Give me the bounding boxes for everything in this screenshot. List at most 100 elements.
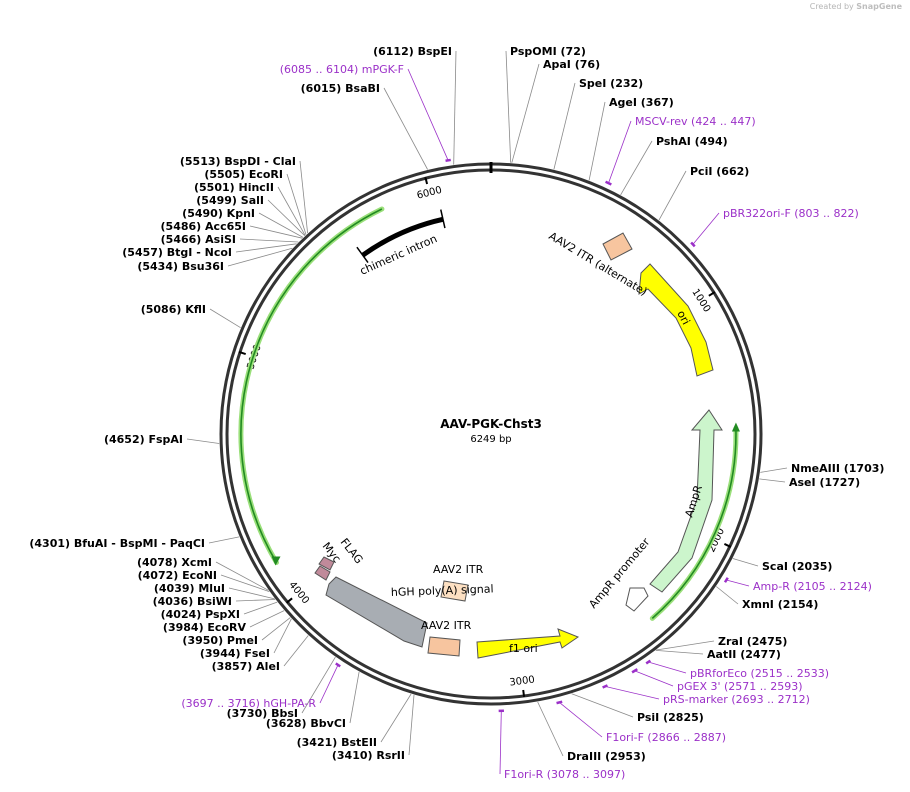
site-label-asei-1727: AseI (1727)	[789, 476, 860, 489]
site-label-nmeaiii-1703: NmeAIII (1703)	[791, 462, 884, 475]
flag-arrow	[318, 556, 335, 571]
primer-leader-3697-3716-hgh-pa-r	[319, 664, 339, 704]
primer-leader-mscv-rev-424-447	[608, 120, 632, 184]
site-label-xmni-2154: XmnI (2154)	[742, 598, 818, 611]
leader-lines	[186, 50, 788, 775]
site-label-pspomi-72: PspOMI (72)	[510, 45, 586, 58]
site-label-5490-kpni: (5490) KpnI	[182, 207, 255, 220]
site-label-5086-kfli: (5086) KflI	[141, 303, 206, 316]
site-leader-3944-fsei	[273, 618, 292, 654]
site-leader-6015-bsabi	[383, 87, 428, 170]
ampr-arrow	[649, 409, 723, 593]
site-label-3984-ecorv: (3984) EcoRV	[163, 621, 247, 634]
site-leader-5434-bsu36i	[227, 247, 293, 267]
primer-label-f1ori-r-3078-3097: F1ori-R (3078 .. 3097)	[504, 768, 625, 781]
site-label-5466-asisi: (5466) AsiSI	[161, 233, 236, 246]
feature-label-flag: FLAG	[338, 536, 366, 567]
site-label-6112-bspei: (6112) BspEI	[373, 45, 452, 58]
site-label-4039-mlui: (4039) MluI	[154, 582, 225, 595]
site-label-5434-bsu36i: (5434) Bsu36I	[137, 260, 224, 273]
plasmid-length: 6249 bp	[470, 434, 511, 445]
site-leader-pcii-662	[658, 170, 687, 221]
primer-mark-f1ori-f-2866-2887	[556, 700, 563, 705]
tick-label-1000: 1000	[689, 287, 712, 314]
orf-arrowhead-main	[271, 556, 281, 566]
site-leader-5466-asisi	[239, 238, 299, 243]
primer-mark-pbr322ori-f-803-822	[690, 241, 696, 248]
site-leader-agei-367	[588, 101, 606, 181]
site-leader-3950-pmei	[261, 617, 291, 641]
primer-leader-f1ori-r-3078-3097	[499, 710, 502, 775]
site-label-scai-2035: ScaI (2035)	[762, 560, 832, 573]
site-leader-xmni-2154	[716, 586, 739, 605]
site-label-pcii-662: PciI (662)	[690, 165, 749, 178]
tick-label-3000: 3000	[509, 674, 536, 688]
f1-ori-arrow	[476, 628, 580, 659]
site-label-4072-econi: (4072) EcoNI	[138, 569, 217, 582]
primer-mark-prs-marker-2693-2712	[602, 684, 608, 689]
site-label-spei-232: SpeI (232)	[579, 77, 643, 90]
site-leader-asei-1727	[759, 478, 786, 483]
feature-label-aav2-itr-2: AAV2 ITR	[433, 563, 484, 576]
tick-label-6000: 6000	[416, 185, 443, 202]
primer-leader-pbr322ori-f-803-822	[692, 212, 720, 245]
snapgene-branding: Created by SnapGene	[810, 2, 902, 11]
site-label-4024-pspxi: (4024) PspXI	[161, 608, 240, 621]
primer-leader-6085-6104-mpgk-f	[407, 68, 449, 161]
site-leader-5486-acc65i	[249, 225, 303, 239]
primer-label-6085-6104-mpgk-f: (6085 .. 6104) mPGK-F	[280, 63, 404, 76]
primer-label-f1ori-f-2866-2887: F1ori-F (2866 .. 2887)	[606, 731, 726, 744]
site-leader-4039-mlui	[228, 587, 275, 600]
site-leader-spei-232	[553, 82, 576, 170]
tick-label-4000: 4000	[286, 580, 311, 607]
site-label-apai-76: ApaI (76)	[543, 58, 600, 71]
site-label-5501-hincii: (5501) HincII	[194, 181, 274, 194]
snapgene-logo: SnapGene	[856, 2, 902, 11]
site-leader-5513-bspdi-clai	[299, 160, 308, 234]
site-leader-nmeaiii-1703	[760, 467, 788, 473]
site-label-pshai-494: PshAI (494)	[656, 135, 728, 148]
orf-arrowhead-ampr	[731, 422, 740, 432]
branding-prefix: Created by	[809, 2, 854, 11]
site-leader-5457-btgi-ncoi	[235, 243, 297, 253]
site-leader-pshai-494	[620, 140, 653, 196]
chimeric-intron-end-1	[440, 209, 446, 229]
site-leader-3730-bbsi	[301, 656, 336, 714]
site-label-3628-bbvci: (3628) BbvCI	[266, 717, 346, 730]
site-label-3857-alei: (3857) AleI	[212, 660, 280, 673]
site-leader-5499-sali	[267, 199, 306, 236]
site-leader-scai-2035	[732, 558, 759, 567]
ampr-promoter-arrow	[625, 587, 649, 612]
site-leader-draiii-2953	[537, 701, 564, 757]
primer-leader-pgex-3-2571-2593	[634, 670, 674, 687]
site-leader-3410-rsrii	[408, 694, 415, 756]
site-leader-3421-bsteii	[380, 693, 412, 743]
primer-label-amp-r-2105-2124: Amp-R (2105 .. 2124)	[753, 580, 872, 593]
site-leader-zrai-2475	[656, 640, 715, 651]
site-label-3944-fsei: (3944) FseI	[200, 647, 270, 660]
chimeric-intron-end-0	[356, 246, 369, 264]
feature-label-chimeric-intron: chimeric intron	[358, 232, 439, 278]
tick-mark-6000	[424, 177, 429, 185]
ori-arrow	[638, 263, 714, 377]
site-leader-apai-76	[511, 63, 540, 163]
site-leader-aatii-2477	[655, 650, 704, 655]
site-leader-3984-ecorv	[249, 610, 285, 628]
feature-label-ori: ori	[674, 308, 692, 327]
primer-mark-pgex-3-2571-2593	[631, 668, 638, 674]
site-leader-3857-alei	[283, 635, 309, 667]
primer-mark-pbrforeco-2515-2533	[645, 659, 652, 665]
tick-mark-2000	[723, 543, 732, 548]
site-label-3421-bsteii: (3421) BstEII	[297, 736, 377, 749]
tick-mark-3000	[522, 689, 526, 698]
site-label-5499-sali: (5499) SalI	[196, 194, 264, 207]
primer-label-pbr322ori-f-803-822: pBR322ori-F (803 .. 822)	[723, 207, 859, 220]
primer-label-pbrforeco-2515-2533: pBRforEco (2515 .. 2533)	[690, 667, 829, 680]
aav2-itr-box-2	[440, 580, 469, 602]
site-label-5457-btgi-ncoi: (5457) BtgI - NcoI	[122, 246, 232, 259]
orf-arc-main-outline	[238, 206, 385, 565]
site-leader-6112-bspei	[453, 50, 457, 165]
primer-label-3697-3716-hgh-pa-r: (3697 .. 3716) hGH-PA-R	[181, 697, 316, 710]
